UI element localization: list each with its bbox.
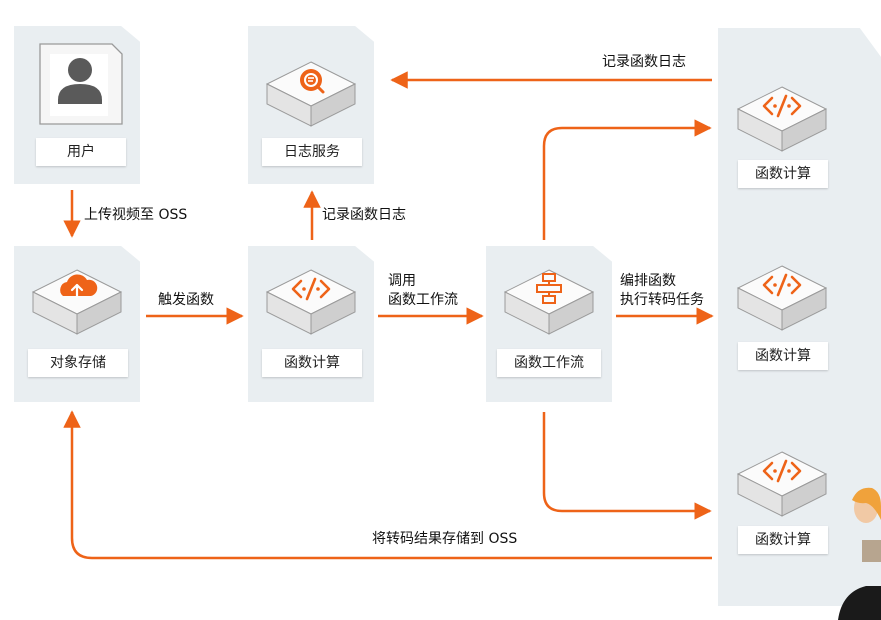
- workflow-node-label: 函数工作流: [497, 349, 601, 377]
- fc-worker-3-label: 函数计算: [738, 526, 828, 554]
- log-search-icon: [266, 61, 356, 127]
- function-compute-icon: [737, 451, 827, 517]
- orchestrate-edge-label-line1: 编排函数: [620, 273, 676, 289]
- user-icon: [39, 43, 123, 125]
- user-node-label: 用户: [36, 138, 126, 166]
- function-compute-icon: [737, 265, 827, 331]
- store-back-edge-label: 将转码结果存储到 OSS: [372, 531, 518, 547]
- trigger-edge-label: 触发函数: [158, 292, 214, 308]
- workflow-icon: [504, 269, 594, 335]
- fc-worker-1-label: 函数计算: [738, 160, 828, 188]
- fc-worker-2-label: 函数计算: [738, 342, 828, 370]
- edge-store-back: [63, 410, 712, 560]
- fc-main-node-label: 函数计算: [262, 349, 362, 377]
- oss-upload-icon: [32, 269, 122, 335]
- log-service-node-label: 日志服务: [262, 138, 362, 166]
- call-edge-label-line2: 函数工作流: [388, 292, 458, 308]
- edge-workflow-to-worker-1: [542, 119, 712, 240]
- upload-edge-label: 上传视频至 OSS: [84, 207, 188, 223]
- oss-node-label: 对象存储: [28, 349, 128, 377]
- call-edge-label-line1: 调用: [388, 273, 416, 289]
- edge-workflow-to-worker-3: [542, 412, 712, 520]
- function-compute-icon: [737, 86, 827, 152]
- log-top-edge-label: 记录函数日志: [602, 54, 686, 70]
- orchestrate-edge-label-line2: 执行转码任务: [620, 292, 704, 308]
- presenter-figure: [838, 487, 881, 620]
- function-compute-icon: [266, 269, 356, 335]
- log-fc-edge-label: 记录函数日志: [322, 207, 406, 223]
